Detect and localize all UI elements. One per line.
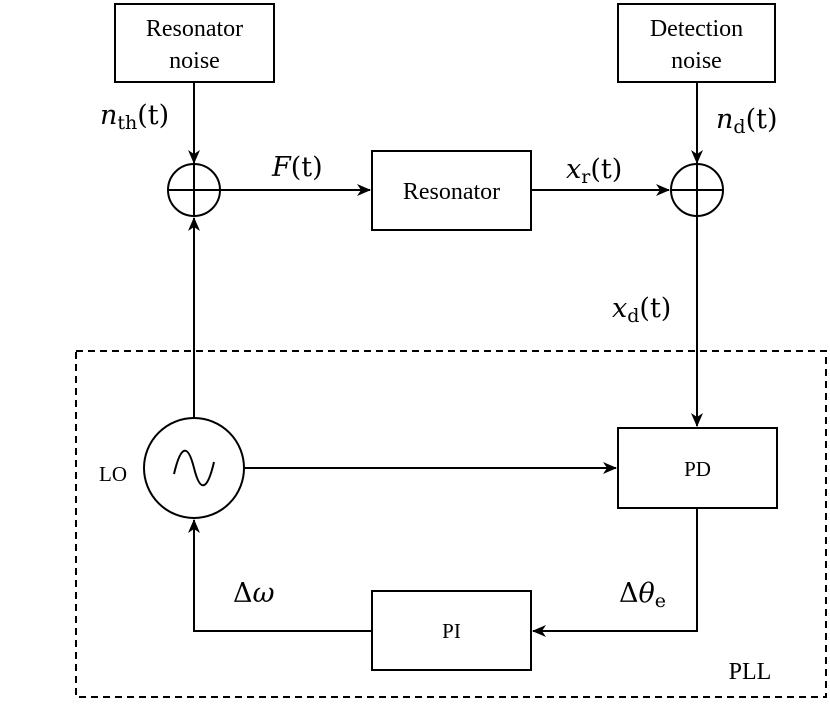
phase-error-label: Δθe xyxy=(619,578,666,612)
resonator-block: Resonator xyxy=(371,150,532,231)
resonator-noise-block: Resonator noise xyxy=(114,3,275,83)
detection-noise-summing-junction xyxy=(670,163,724,217)
pll-boundary xyxy=(75,350,827,698)
detection-noise-label-line1: Detection xyxy=(650,16,743,42)
frequency-correction-arrow xyxy=(188,519,372,632)
lo-label: LO xyxy=(99,462,127,486)
pi-label: PI xyxy=(442,619,461,643)
detection-noise-block: Detection noise xyxy=(617,3,776,83)
resonator-output-signal-label: xr(t) xyxy=(566,154,622,188)
thermal-noise-summing-junction xyxy=(167,163,221,217)
detected-signal-label: xd(t) xyxy=(612,293,671,327)
sine-wave-icon xyxy=(173,449,215,487)
detection-noise-signal-label: nd(t) xyxy=(716,104,777,138)
frequency-correction-label: Δω xyxy=(233,578,275,609)
resonator-noise-label-line2: noise xyxy=(169,48,220,74)
pi-block: PI xyxy=(371,590,532,671)
pd-block: PD xyxy=(617,427,778,509)
thermal-noise-signal-label: nth(t) xyxy=(100,100,169,134)
resonator-label: Resonator xyxy=(403,179,500,205)
local-oscillator xyxy=(143,417,245,519)
phase-error-arrow xyxy=(532,508,698,637)
pd-label: PD xyxy=(684,457,711,481)
pll-label: PLL xyxy=(729,659,772,685)
detection-noise-label-line2: noise xyxy=(671,48,722,74)
force-signal-label: F(t) xyxy=(271,152,323,183)
resonator-noise-label-line1: Resonator xyxy=(146,16,243,42)
